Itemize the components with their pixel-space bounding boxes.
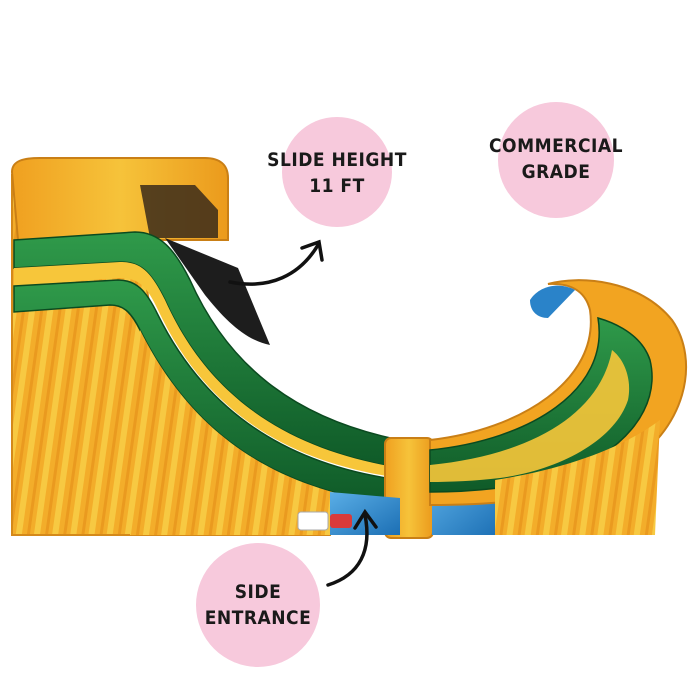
curl-tube-yellow [430,350,630,482]
inflatable-water-slide [10,157,688,539]
callout-slide-height: SLIDE HEIGHT 11 FT [267,117,407,227]
arrow-to-slide-height [228,239,324,286]
bubble-commercial [498,102,614,218]
curl-tip [530,285,575,318]
side-entrance-line2: ENTRANCE [205,607,312,629]
yellow-tube-band [14,262,400,478]
callout-commercial-grade: COMMERCIAL GRADE [489,102,623,218]
red-label [330,514,352,528]
slide-body-lower [130,330,400,535]
warning-label [297,511,329,531]
slide-height-line1: SLIDE HEIGHT [267,149,407,171]
commercial-line2: GRADE [522,161,591,183]
slide-black-mesh [165,238,270,345]
slide-height-line2: 11 FT [309,175,365,197]
bubble-slide-height [282,117,392,227]
callout-side-entrance: SIDE ENTRANCE [196,543,320,667]
bubble-side-entrance [196,543,320,667]
arrow-to-side-entrance [326,508,378,587]
slide-top-mesh [140,185,218,238]
slide-body-right [495,420,660,535]
commercial-line1: COMMERCIAL [489,135,623,157]
side-entrance-line1: SIDE [235,581,282,603]
